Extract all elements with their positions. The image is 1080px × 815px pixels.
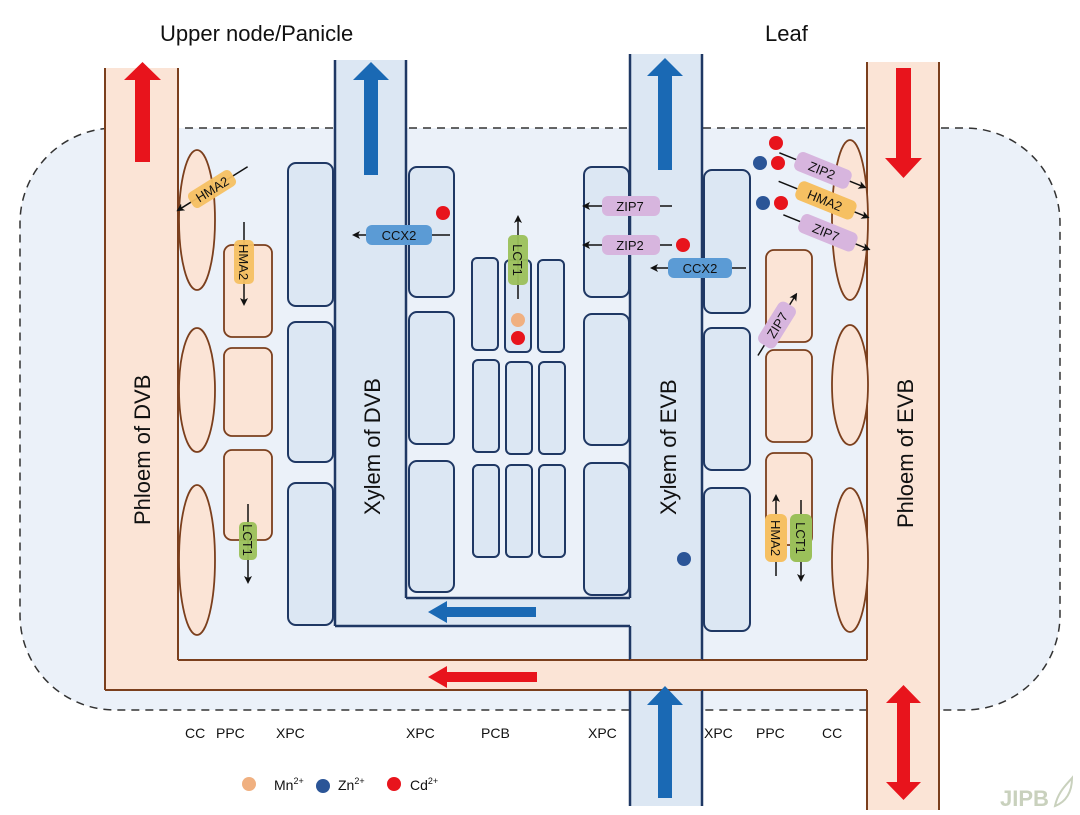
cell-label-xpc-3: XPC <box>588 725 617 741</box>
legend: Mn2+ Zn2+ Cd2+ <box>242 776 438 793</box>
ppc-cells-right <box>765 249 813 546</box>
transporter-zip7-xpc: ZIP7 <box>582 196 672 216</box>
cell-label-cc-right: CC <box>822 725 842 741</box>
transporter-label: HMA2 <box>768 520 783 556</box>
phloem-evb-double-arrow <box>886 685 921 800</box>
zn-ion <box>756 196 770 210</box>
cd-ion <box>511 331 525 345</box>
transporter-zip2-cc-right: ZIP2 <box>779 152 867 189</box>
cd-ion <box>436 206 450 220</box>
transporter-label: ZIP2 <box>616 238 643 253</box>
legend-zn-swatch <box>316 779 330 793</box>
cd-ion <box>771 156 785 170</box>
watermark-text: JIPB <box>1000 786 1049 811</box>
phloem-junction <box>860 661 874 689</box>
transporter-label: HMA2 <box>236 244 251 280</box>
phloem-crossing <box>630 661 702 689</box>
transporter-label: LCT1 <box>510 244 525 276</box>
leaf-logo-icon <box>1053 775 1074 808</box>
transporter-ccx2-dvb: CCX2 <box>352 225 450 245</box>
cell-label-pcb: PCB <box>481 725 510 741</box>
mn-ion <box>511 313 525 327</box>
cd-ion <box>676 238 690 252</box>
cell-type-labels: CC PPC XPC XPC PCB XPC XPC PPC CC <box>185 725 842 741</box>
phloem-dvb <box>104 68 875 691</box>
transporter-label: LCT1 <box>793 522 808 554</box>
xylem-evb-bottom-up-arrow <box>647 686 683 798</box>
legend-mn-label: Mn2+ <box>274 776 304 793</box>
legend-cd-swatch <box>387 777 401 791</box>
transporter-label: CCX2 <box>382 228 417 243</box>
cell-label-xpc-4: XPC <box>704 725 733 741</box>
transporter-lct1-ppc-left: LCT1 <box>239 504 257 584</box>
xylem-lateral-left-arrow <box>428 601 536 623</box>
transporter-label: ZIP7 <box>616 199 643 214</box>
phloem-evb-down-arrow <box>885 68 922 178</box>
cell-label-ppc-right: PPC <box>756 725 785 741</box>
zn-ion <box>753 156 767 170</box>
phloem-lateral-left-arrow <box>428 666 537 688</box>
header-upper-node-panicle: Upper node/Panicle <box>160 21 353 46</box>
legend-mn-swatch <box>242 777 256 791</box>
transporter-label: LCT1 <box>240 524 255 556</box>
zn-ion <box>677 552 691 566</box>
transporter-hma2-ppc-right: HMA2 <box>765 494 787 576</box>
cell-label-cc-left: CC <box>185 725 205 741</box>
companion-cells-left <box>178 149 216 636</box>
jipb-watermark: JIPB <box>1000 775 1074 811</box>
xylem-evb-label: Xylem of EVB <box>656 379 681 515</box>
phloem-evb <box>866 62 940 810</box>
transporter-lct1-pcb: LCT1 <box>508 215 528 299</box>
legend-cd-label: Cd2+ <box>410 776 438 793</box>
phloem-dvb-up-arrow <box>124 62 161 162</box>
cd-ion <box>774 196 788 210</box>
transporter-ccx2-evb: CCX2 <box>650 258 746 278</box>
legend-zn-label: Zn2+ <box>338 776 365 793</box>
xylem-dvb-up-arrow <box>353 62 389 175</box>
cell-label-xpc-1: XPC <box>276 725 305 741</box>
phloem-dvb-label: Phloem of DVB <box>130 375 155 525</box>
xylem-evb-up-arrow <box>647 58 683 170</box>
header-leaf: Leaf <box>765 21 809 46</box>
transporter-label: CCX2 <box>683 261 718 276</box>
transporter-hma2-ppc-left: HMA2 <box>234 222 254 306</box>
phloem-evb-label: Phloem of EVB <box>893 379 918 528</box>
transporter-zip2-xpc: ZIP2 <box>582 235 672 255</box>
ppc-cells-left <box>223 244 273 541</box>
cd-ion <box>769 136 783 150</box>
ions <box>436 136 788 566</box>
cell-label-xpc-2: XPC <box>406 725 435 741</box>
xylem-dvb-label: Xylem of DVB <box>360 378 385 515</box>
xpc-cells <box>287 162 751 632</box>
transporter-lct1-ppc-right: LCT1 <box>790 500 812 582</box>
cell-label-ppc-left: PPC <box>216 725 245 741</box>
pcb-cells <box>471 257 566 558</box>
